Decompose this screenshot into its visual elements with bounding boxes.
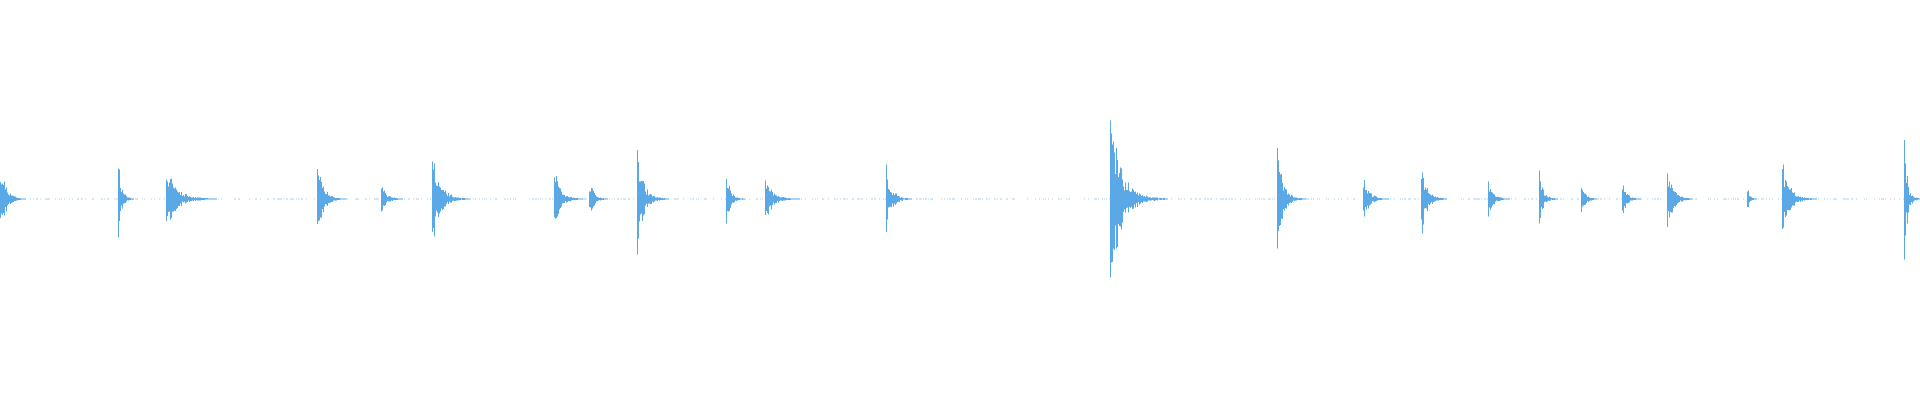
waveform-onset	[1904, 140, 1920, 260]
waveform-onset	[1110, 120, 1168, 278]
waveform-onset	[726, 178, 745, 224]
waveform-onset	[1747, 190, 1757, 208]
waveform-onset	[381, 187, 403, 212]
waveform-onset	[317, 169, 346, 225]
waveform-onset	[1622, 185, 1641, 213]
waveform-onset	[589, 188, 608, 211]
waveform-onset	[1539, 170, 1558, 224]
waveform-onset	[1363, 179, 1389, 217]
waveform-onset	[1782, 164, 1817, 230]
waveform-onset	[886, 164, 912, 232]
waveform-onset	[118, 168, 134, 238]
waveform-onset	[432, 161, 470, 237]
waveform-onset	[1581, 188, 1597, 213]
waveform-onset	[1488, 181, 1510, 217]
waveform-onset	[0, 181, 26, 218]
waveform-onset	[1421, 172, 1447, 234]
waveform-onset	[554, 175, 583, 219]
waveform-onset	[765, 180, 800, 216]
waveform-onset	[1667, 173, 1693, 228]
waveform-onset	[166, 178, 217, 221]
waveform-onset	[1277, 147, 1306, 249]
waveform-onset	[637, 149, 669, 255]
